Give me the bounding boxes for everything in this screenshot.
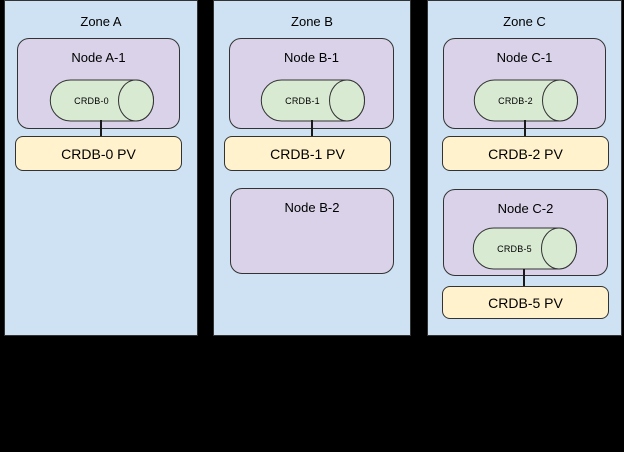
zone-a: Zone A Node A-1 CRDB-0 CRDB-0 PV [4,0,198,336]
pv-crdb-1-label: CRDB-1 PV [270,145,345,162]
pod-crdb-0-label: CRDB-0 [74,95,109,106]
pv-crdb-5: CRDB-5 PV [442,286,609,319]
pv-crdb-0-label: CRDB-0 PV [61,145,136,162]
pod-crdb-5: CRDB-5 [472,227,578,270]
node-b-1-label: Node B-1 [284,50,339,65]
node-c-1-label: Node C-1 [496,50,553,65]
pod-crdb-1: CRDB-1 [260,79,366,122]
zone-b-label: Zone B [291,14,333,29]
node-c-2: Node C-2 CRDB-5 [443,189,608,276]
zone-c: Zone C Node C-1 CRDB-2 CRDB-2 PV Node C-… [427,0,622,336]
connector-line [524,120,526,137]
pv-crdb-0: CRDB-0 PV [15,136,182,171]
pod-crdb-1-label: CRDB-1 [285,95,320,106]
connector-line [100,120,102,137]
pv-crdb-5-label: CRDB-5 PV [488,294,563,311]
pv-crdb-1: CRDB-1 PV [224,136,391,171]
node-c-2-label: Node C-2 [497,201,554,216]
pv-crdb-2: CRDB-2 PV [442,136,609,171]
pod-crdb-5-label: CRDB-5 [497,243,532,254]
node-b-2-label: Node B-2 [284,200,340,215]
pod-crdb-0: CRDB-0 [49,79,155,122]
node-c-1: Node C-1 CRDB-2 [443,38,606,129]
connector-line [311,120,313,137]
zone-c-label: Zone C [503,14,546,29]
node-a-1: Node A-1 CRDB-0 [17,38,180,129]
database-cylinder-icon [472,227,577,270]
node-b-2: Node B-2 [230,188,394,274]
database-cylinder-icon [49,79,154,122]
pv-crdb-2-label: CRDB-2 PV [488,145,563,162]
pod-crdb-2: CRDB-2 [473,79,579,122]
pod-crdb-2-label: CRDB-2 [498,95,533,106]
database-cylinder-icon [473,79,578,122]
connector-line [523,269,525,286]
node-a-1-label: Node A-1 [71,50,126,65]
zone-a-label: Zone A [80,14,122,29]
database-cylinder-icon [260,79,365,122]
node-b-1: Node B-1 CRDB-1 [229,38,394,129]
zone-b: Zone B Node B-1 CRDB-1 CRDB-1 PV Node B-… [213,0,411,336]
